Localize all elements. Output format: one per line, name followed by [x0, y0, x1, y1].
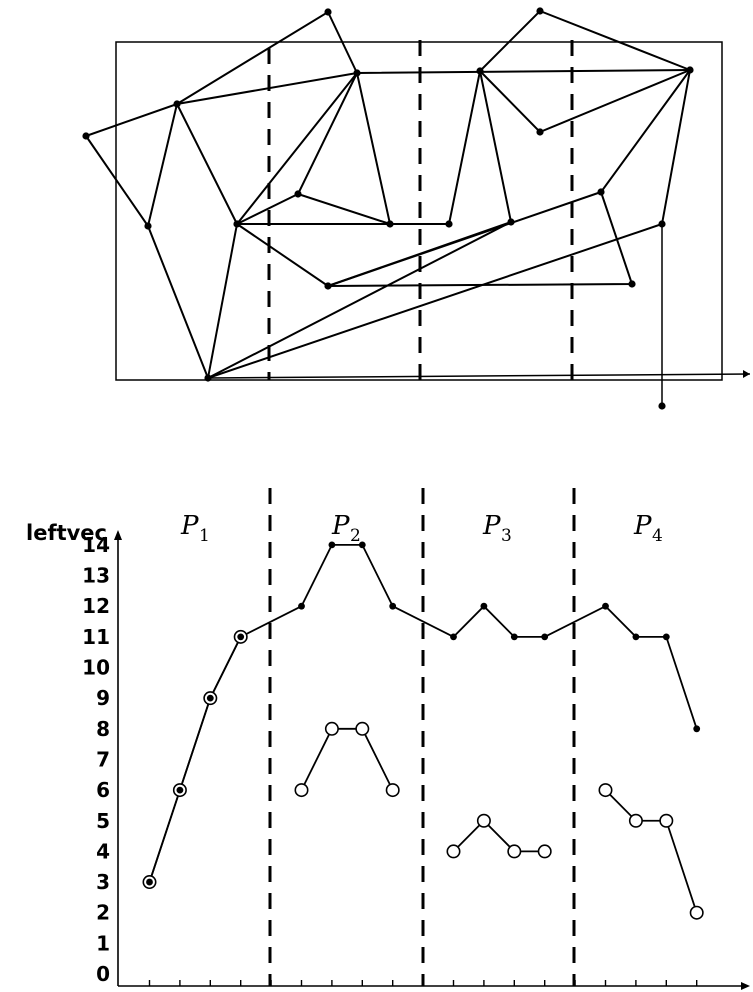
dot-marker: [662, 633, 670, 641]
graph-edges: [85, 9, 751, 406]
dot-marker: [480, 602, 488, 610]
arrow-right-icon: [743, 370, 750, 378]
y-tick-label: 7: [96, 747, 110, 771]
partition-label: P: [482, 511, 501, 541]
dot-marker: [541, 633, 549, 641]
y-tick-label: 8: [96, 717, 110, 741]
partition-label: P: [331, 511, 350, 541]
dot-marker: [206, 694, 214, 702]
y-tick-label: 10: [82, 656, 110, 680]
y-axis-label: leftvec: [26, 521, 107, 545]
y-tick-label: 0: [96, 962, 110, 986]
y-tick-label: 12: [82, 594, 110, 618]
dot-marker: [328, 541, 336, 549]
partition-label-subscript: 1: [199, 526, 210, 546]
circle-marker: [355, 721, 370, 736]
partition-label: P: [180, 511, 199, 541]
circle-marker: [476, 813, 491, 828]
dot-marker: [632, 633, 640, 641]
x-axis-arrow-icon: [741, 982, 750, 990]
y-tick-label: 4: [96, 839, 110, 863]
circle-marker: [659, 813, 674, 828]
y-tick-label: 14: [82, 533, 110, 557]
partition-label-subscript: 3: [501, 526, 512, 546]
y-tick-label: 2: [96, 901, 110, 925]
partition-label: P: [633, 511, 652, 541]
y-tick-label: 1: [96, 931, 110, 955]
y-tick-label: 9: [96, 686, 110, 710]
dot-marker: [298, 602, 305, 610]
circle-marker: [385, 783, 400, 798]
y-tick-label: 13: [82, 564, 110, 588]
series-circle-line: [148, 636, 242, 883]
dot-marker: [237, 633, 245, 641]
circle-marker: [628, 813, 643, 828]
circle-marker: [446, 844, 461, 859]
circle-marker: [324, 721, 339, 736]
y-tick-label: 6: [96, 778, 110, 802]
dot-marker: [389, 602, 397, 610]
series-circle-line: [604, 789, 698, 913]
partition-label-subscript: 4: [652, 526, 663, 546]
dot-marker: [358, 541, 366, 549]
dot-marker: [146, 878, 153, 886]
partition-label-subscript: 2: [350, 526, 361, 546]
graph-nodes: [82, 7, 694, 410]
series-circle-line: [300, 727, 394, 791]
y-axis-arrow-icon: [114, 530, 122, 540]
series-lines: [148, 544, 698, 913]
circle-marker: [294, 783, 309, 798]
dot-marker: [693, 725, 701, 733]
y-tick-label: 5: [96, 809, 110, 833]
graph-drawing: [82, 7, 751, 410]
dot-marker: [602, 602, 609, 610]
dot-marker: [510, 633, 518, 641]
series-markers: [142, 541, 704, 920]
dot-marker: [176, 786, 184, 794]
x-ticks: [148, 980, 698, 986]
y-tick-label: 3: [96, 870, 110, 894]
circle-marker: [689, 905, 704, 920]
circle-marker: [598, 783, 613, 798]
circle-marker: [537, 844, 552, 859]
circle-marker: [507, 844, 522, 859]
series-circle-line: [452, 819, 545, 853]
dot-marker: [450, 633, 457, 641]
y-tick-label: 11: [82, 625, 110, 649]
